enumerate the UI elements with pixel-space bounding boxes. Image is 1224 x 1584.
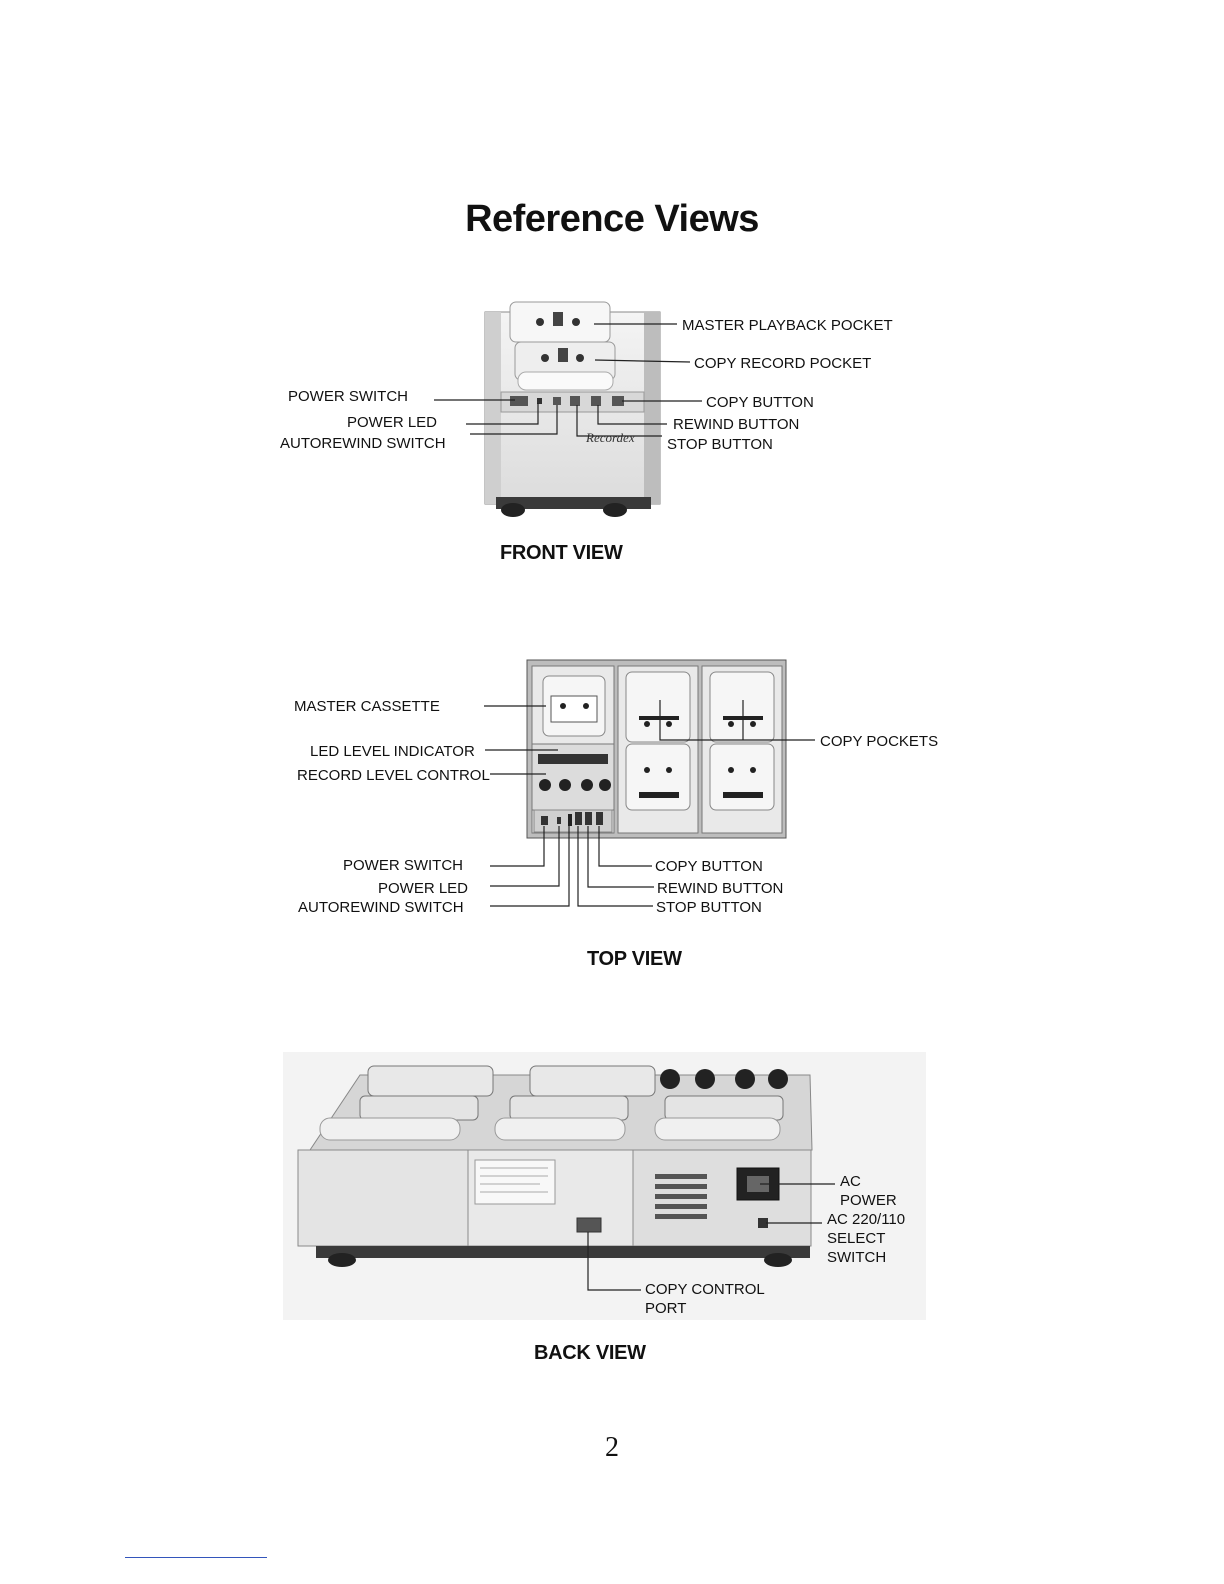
back-view-photo <box>283 1052 926 1320</box>
front-view-leaders <box>434 323 702 437</box>
label-copy-pockets: COPY POCKETS <box>820 733 938 750</box>
label-power-led: POWER LED <box>347 414 437 431</box>
footer-rule <box>125 1557 267 1558</box>
label-power-led: POWER LED <box>378 880 468 897</box>
label-record-level-control: RECORD LEVEL CONTROL <box>297 767 490 784</box>
brand-logo: Recordex <box>585 430 635 445</box>
label-rewind-button: REWIND BUTTON <box>673 416 799 433</box>
label-power-switch: POWER SWITCH <box>343 857 463 874</box>
label-autorewind-switch: AUTOREWIND SWITCH <box>280 435 446 452</box>
front-view-photo: Recordex <box>484 301 661 517</box>
label-ac-power-line2: POWER <box>840 1192 897 1209</box>
label-ac-select-line1: AC 220/110 <box>827 1211 905 1228</box>
page-title: Reference Views <box>465 198 759 240</box>
label-power-switch: POWER SWITCH <box>288 388 408 405</box>
top-view-leaders <box>484 700 815 907</box>
label-stop-button: STOP BUTTON <box>656 899 762 916</box>
label-master-cassette: MASTER CASSETTE <box>294 698 440 715</box>
label-led-level-indicator: LED LEVEL INDICATOR <box>310 743 475 760</box>
caption-back-view: BACK VIEW <box>534 1342 646 1364</box>
back-view-leaders <box>587 1183 835 1291</box>
label-copy-button: COPY BUTTON <box>655 858 763 875</box>
label-stop-button: STOP BUTTON <box>667 436 773 453</box>
caption-top-view: TOP VIEW <box>587 948 682 970</box>
top-view-photo <box>526 659 787 839</box>
label-copy-control-line2: PORT <box>645 1300 686 1317</box>
label-copy-control-line1: COPY CONTROL <box>645 1281 765 1298</box>
caption-front-view: FRONT VIEW <box>500 542 623 564</box>
label-copy-record-pocket: COPY RECORD POCKET <box>694 355 871 372</box>
label-ac-select-line3: SWITCH <box>827 1249 886 1266</box>
label-ac-select-line2: SELECT <box>827 1230 885 1247</box>
label-autorewind-switch: AUTOREWIND SWITCH <box>298 899 464 916</box>
label-master-playback-pocket: MASTER PLAYBACK POCKET <box>682 317 893 334</box>
label-copy-button: COPY BUTTON <box>706 394 814 411</box>
label-rewind-button: REWIND BUTTON <box>657 880 783 897</box>
page-number: 2 <box>605 1432 619 1463</box>
label-ac-power-line1: AC <box>840 1173 861 1190</box>
